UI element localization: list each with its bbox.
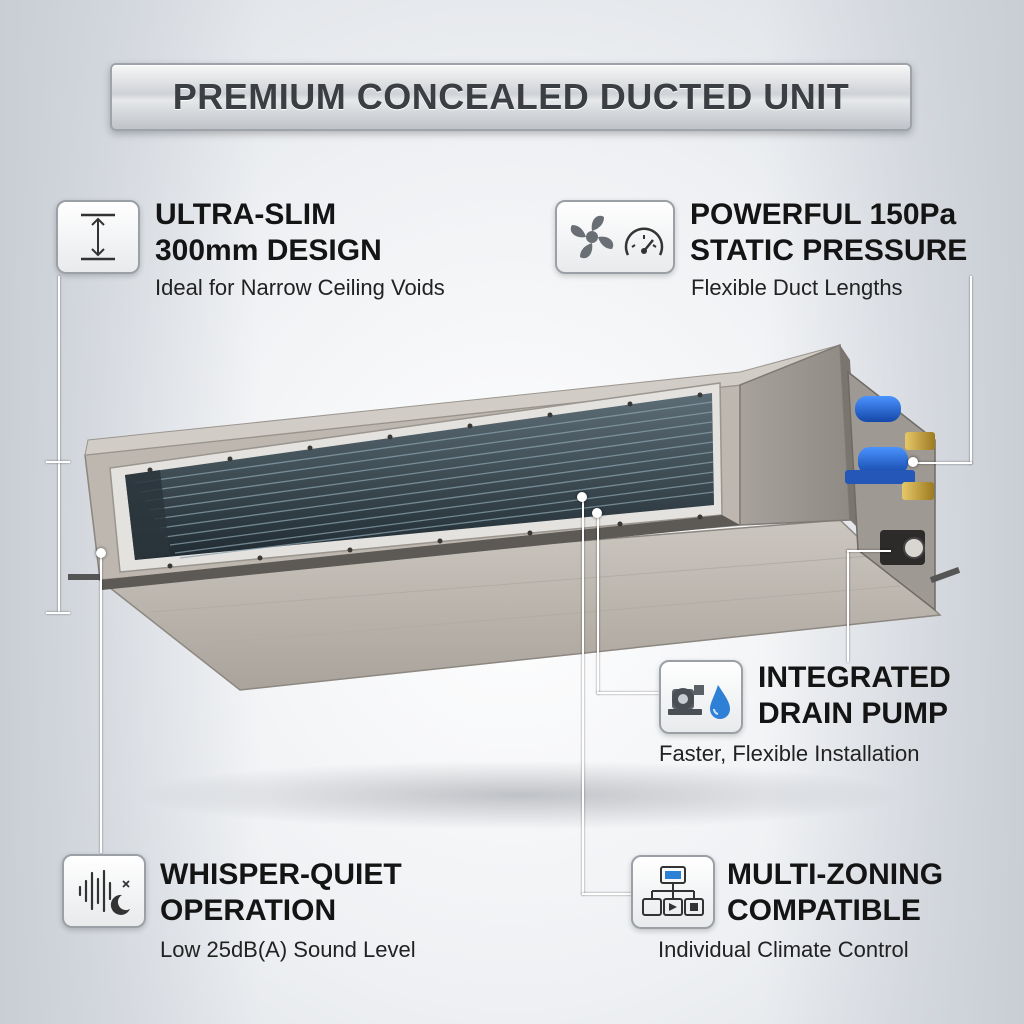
- zone-network-icon: [631, 855, 715, 929]
- feature-static-pressure-subtitle: Flexible Duct Lengths: [691, 275, 903, 300]
- fan-gauge-icon: [555, 200, 675, 274]
- feature-multi-zoning-subtitle: Individual Climate Control: [658, 937, 909, 962]
- callout-line-static-pressure-h: [915, 462, 972, 464]
- coil-fins: [134, 401, 715, 559]
- callout-dot-whisper-quiet: [96, 548, 106, 558]
- pump-water-drop-icon: [659, 660, 743, 734]
- unit-bottom-panel: [98, 519, 942, 691]
- feature-whisper-quiet-subtitle: Low 25dB(A) Sound Level: [160, 937, 416, 962]
- feature-drain-pump-title: INTEGRATED DRAIN PUMP: [758, 661, 951, 730]
- page-title: PREMIUM CONCEALED DUCTED UNIT: [172, 76, 850, 117]
- feature-whisper-quiet-title: WHISPER-QUIET OPERATION: [160, 858, 402, 927]
- callout-line-drain-pump-v: [847, 550, 849, 662]
- callout-dot-static-pressure: [908, 457, 918, 467]
- callout-line-ultra-slim: [58, 276, 60, 612]
- callout-line-multi-zoning-h1: [597, 692, 659, 694]
- callout-line-multi-zoning-v1: [597, 512, 599, 694]
- feature-ultra-slim-title: ULTRA-SLIM 300mm DESIGN: [155, 198, 382, 267]
- callout-line-multi-zoning-h2: [582, 893, 632, 895]
- callout-line-ultra-slim-top: [46, 461, 70, 463]
- callout-line-ultra-slim-bottom: [46, 612, 70, 614]
- brass-fittings: [902, 432, 935, 500]
- callout-line-whisper-quiet: [100, 553, 102, 853]
- refrigerant-pipes: [845, 396, 915, 484]
- frame-screws: [147, 392, 703, 569]
- callout-line-static-pressure: [970, 276, 972, 464]
- callout-dot-drain-pump: [592, 508, 602, 518]
- drain-outlet: [880, 530, 925, 565]
- feature-multi-zoning-title: MULTI-ZONING COMPATIBLE: [727, 858, 944, 927]
- unit-shadow: [130, 760, 910, 830]
- feature-ultra-slim-subtitle: Ideal for Narrow Ceiling Voids: [155, 275, 445, 300]
- callout-dot-multi-zoning: [577, 492, 587, 502]
- title-plate: PREMIUM CONCEALED DUCTED UNIT: [110, 63, 912, 131]
- feature-drain-pump-subtitle: Faster, Flexible Installation: [659, 741, 920, 766]
- feature-static-pressure-title: POWERFUL 150Pa STATIC PRESSURE: [690, 198, 968, 267]
- callout-line-multi-zoning-v2: [582, 497, 584, 895]
- sound-wave-moon-icon: [62, 854, 146, 928]
- evaporator-coil: [125, 393, 714, 560]
- callout-line-drain-pump-h: [847, 550, 891, 552]
- height-arrow-icon: [56, 200, 140, 274]
